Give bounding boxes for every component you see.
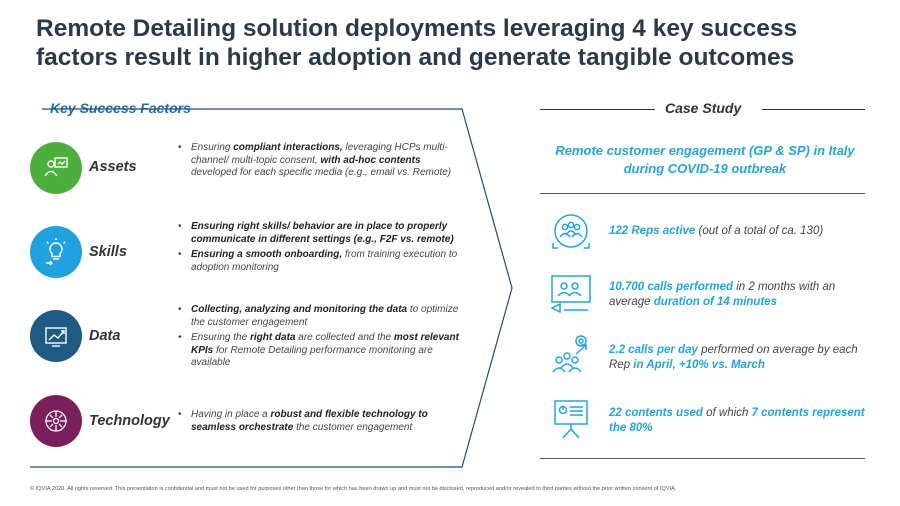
case-study-heading: Case Study xyxy=(665,100,742,116)
remote-meeting-icon xyxy=(550,275,591,314)
technology-bullet-1: Having in place a robust and flexible te… xyxy=(178,409,463,434)
team-group-icon xyxy=(552,214,590,249)
case-study-divider-top xyxy=(540,193,865,194)
factor-label-data: Data xyxy=(89,328,121,344)
lightbulb-icon xyxy=(30,226,82,278)
assets-bullets: Ensuring compliant interactions, leverag… xyxy=(178,142,463,183)
growth-people-icon xyxy=(552,335,587,373)
factor-label-technology: Technology xyxy=(89,413,170,429)
presentation-board-icon xyxy=(554,400,588,439)
data-bullets: Collecting, analyzing and monitoring the… xyxy=(178,304,463,373)
case-study-rule-left xyxy=(540,109,655,110)
stat-calls-per-day: 2.2 calls per day performed on average b… xyxy=(609,344,858,371)
key-success-factors-heading: Key Success Factors xyxy=(50,100,191,116)
page-title: Remote Detailing solution deployments le… xyxy=(36,15,798,71)
skills-bullet-2: Ensuring a smooth onboarding, from train… xyxy=(178,249,463,274)
case-study-divider-bottom xyxy=(540,458,865,459)
case-study-subtitle: Remote customer engagement (GP & SP) in … xyxy=(555,143,855,176)
factor-label-skills: Skills xyxy=(89,244,127,260)
chart-trend-icon xyxy=(30,310,82,362)
stat-contents-used: 22 contents used of which 7 contents rep… xyxy=(609,407,865,434)
presentation-person-icon xyxy=(30,142,82,194)
data-bullet-1: Collecting, analyzing and monitoring the… xyxy=(178,304,463,329)
skills-bullet-1: Ensuring right skills/ behavior are in p… xyxy=(178,221,463,246)
copyright-footer: © IQVIA 2020. All rights reserved. This … xyxy=(30,486,677,492)
technology-bullets: Having in place a robust and flexible te… xyxy=(178,409,463,437)
skills-bullets: Ensuring right skills/ behavior are in p… xyxy=(178,221,463,277)
stat-reps-active: 122 Reps active (out of a total of ca. 1… xyxy=(609,225,824,237)
data-bullet-2: Ensuring the right data are collected an… xyxy=(178,332,463,370)
case-study-rule-right xyxy=(762,109,865,110)
factor-label-assets: Assets xyxy=(89,159,137,175)
stat-calls-performed: 10.700 calls performed in 2 months with … xyxy=(609,281,836,308)
assets-bullet-1: Ensuring compliant interactions, leverag… xyxy=(178,142,463,180)
circuit-icon xyxy=(30,395,82,447)
